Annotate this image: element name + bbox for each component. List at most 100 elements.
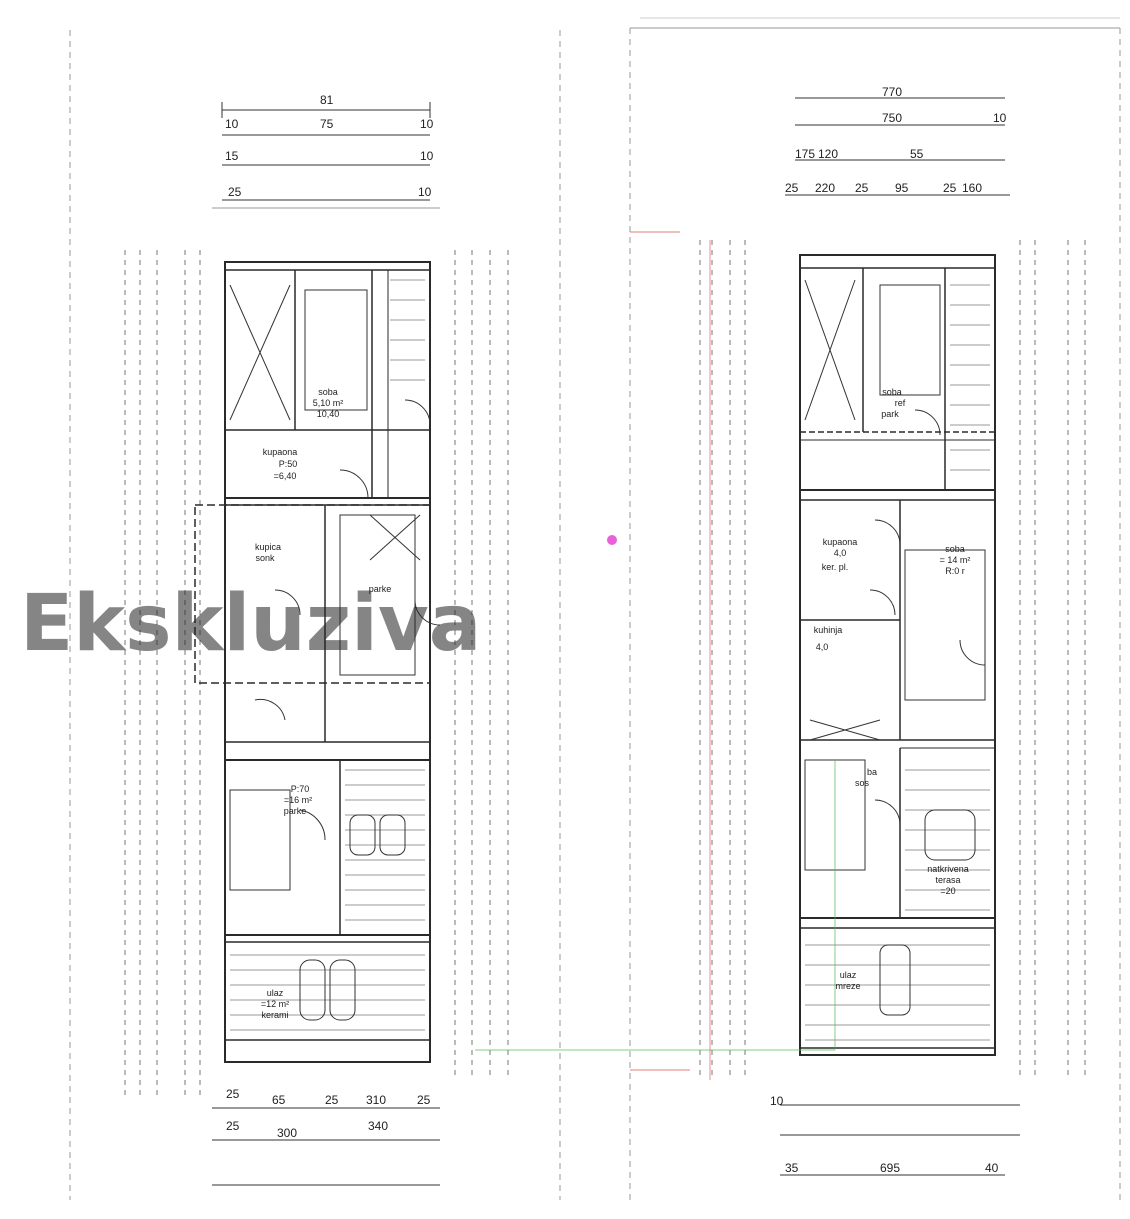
- left-floor-plan: 81 10 75 10 15 10 25 10: [124, 93, 509, 1186]
- dim-label: 25: [226, 1087, 240, 1101]
- left-furniture: [229, 284, 421, 1021]
- right-bottom-dim-labels: 10 695 40 35: [770, 1094, 999, 1175]
- left-bottom-dimensions: [212, 1107, 440, 1186]
- right-vertical-dims: [699, 240, 1086, 1080]
- dim-label: 55: [910, 147, 924, 161]
- dim-label: 25: [943, 181, 957, 195]
- room-label: ulaz =12 m² kerami: [261, 988, 289, 1020]
- left-walls: [194, 261, 431, 1063]
- dim-label: 750: [882, 111, 902, 125]
- dim-label: 10: [420, 117, 434, 131]
- dim-label: 81: [320, 93, 334, 107]
- room-area: =12 m²: [261, 999, 289, 1009]
- watermark-text: Ekskluziva: [20, 579, 481, 669]
- room-area: sos: [855, 778, 870, 788]
- dim-label: 10: [225, 117, 239, 131]
- room-label: kuhinja 4,0: [814, 625, 843, 652]
- right-furniture: [804, 279, 986, 1016]
- room-area: = 14 m²: [940, 555, 971, 565]
- right-bottom-dimensions: [780, 1104, 1020, 1176]
- left-bottom-dim-labels: 25 65 25 310 25 25 300 340: [226, 1087, 431, 1140]
- room-name: ulaz: [267, 988, 284, 998]
- dim-label: 300: [277, 1126, 297, 1140]
- room-name: ba: [867, 767, 877, 777]
- room-area: 4,0: [834, 548, 847, 558]
- dim-label: 25: [325, 1093, 339, 1107]
- room-label: soba 5,10 m² 10,40: [313, 387, 344, 419]
- right-top-dim-labels: 770 750 10 175 120 55 25 220 25 95 25 16…: [785, 85, 1007, 195]
- room-area: mreze: [835, 981, 860, 991]
- sheet-borders: [69, 17, 1121, 1200]
- right-door-swings: [869, 409, 986, 826]
- room-name: P:70: [291, 784, 310, 794]
- room-floor: =20: [940, 886, 955, 896]
- room-label: ba sos: [855, 767, 877, 788]
- room-area: 4,0: [816, 642, 829, 652]
- left-top-dimensions: [212, 102, 440, 209]
- dim-label: 120: [818, 147, 838, 161]
- room-area: ref: [895, 398, 906, 408]
- room-area: terasa: [935, 875, 960, 885]
- dim-label: 10: [420, 149, 434, 163]
- dim-label: 25: [226, 1119, 240, 1133]
- right-top-dimensions: [785, 97, 1010, 196]
- dim-label: 175: [795, 147, 815, 161]
- room-area: 5,10 m²: [313, 398, 344, 408]
- dim-label: 95: [895, 181, 909, 195]
- dim-label: 10: [770, 1094, 784, 1108]
- room-floor: =6,40: [274, 471, 297, 481]
- room-name: kupaona: [823, 537, 858, 547]
- dim-label: 25: [417, 1093, 431, 1107]
- room-label: kupaona 4,0 ker. pl.: [822, 537, 858, 572]
- dim-label: 25: [785, 181, 799, 195]
- room-area: P:50: [279, 459, 298, 469]
- right-walls: [799, 254, 996, 1056]
- room-label: P:70 =16 m² parke: [284, 784, 312, 816]
- room-name: kupica: [255, 542, 281, 552]
- dim-label: 25: [228, 185, 242, 199]
- room-floor: ker. pl.: [822, 562, 849, 572]
- room-floor: kerami: [261, 1010, 288, 1020]
- room-label: soba ref park: [881, 387, 906, 419]
- room-floor: 10,40: [317, 409, 340, 419]
- dim-label: 15: [225, 149, 239, 163]
- dim-label: 160: [962, 181, 982, 195]
- room-floor: parke: [284, 806, 307, 816]
- room-floor: park: [881, 409, 899, 419]
- dim-label: 340: [368, 1119, 388, 1133]
- room-label: ulaz mreze: [835, 970, 860, 991]
- left-room-labels: soba 5,10 m² 10,40 kupaona P:50 =6,40 ku…: [255, 387, 391, 1020]
- dim-label: 10: [993, 111, 1007, 125]
- dim-label: 10: [418, 185, 432, 199]
- room-label: kupaona P:50 =6,40: [263, 447, 298, 481]
- dim-label: 65: [272, 1093, 286, 1107]
- room-name: natkrivena: [927, 864, 969, 874]
- room-area: =16 m²: [284, 795, 312, 805]
- dim-label: 25: [855, 181, 869, 195]
- overlay-lines: [475, 231, 836, 1080]
- room-label: natkrivena terasa =20: [927, 864, 969, 896]
- dim-label: 695: [880, 1161, 900, 1175]
- room-area: sonk: [255, 553, 275, 563]
- room-label: kupica sonk parke: [255, 542, 391, 594]
- room-name: soba: [945, 544, 965, 554]
- room-label: soba = 14 m² R:0 r: [940, 544, 971, 576]
- dim-label: 75: [320, 117, 334, 131]
- left-vertical-dims: [124, 250, 509, 1100]
- dim-label: 40: [985, 1161, 999, 1175]
- right-room-labels: soba ref park kupaona 4,0 ker. pl. soba …: [814, 387, 971, 991]
- dim-label: 220: [815, 181, 835, 195]
- right-stair-hatch: [805, 284, 990, 1041]
- dim-label: 770: [882, 85, 902, 99]
- room-name: ulaz: [840, 970, 857, 980]
- right-floor-plan: 770 750 10 175 120 55 25 220 25 95 25 16…: [699, 85, 1086, 1176]
- left-stair-hatch: [230, 279, 425, 1031]
- dim-label: 310: [366, 1093, 386, 1107]
- room-floor: R:0 r: [945, 566, 965, 576]
- room-name: soba: [882, 387, 902, 397]
- room-name: kupaona: [263, 447, 298, 457]
- left-top-dim-labels: 81 10 75 10 15 10 25 10: [225, 93, 434, 199]
- dim-label: 35: [785, 1161, 799, 1175]
